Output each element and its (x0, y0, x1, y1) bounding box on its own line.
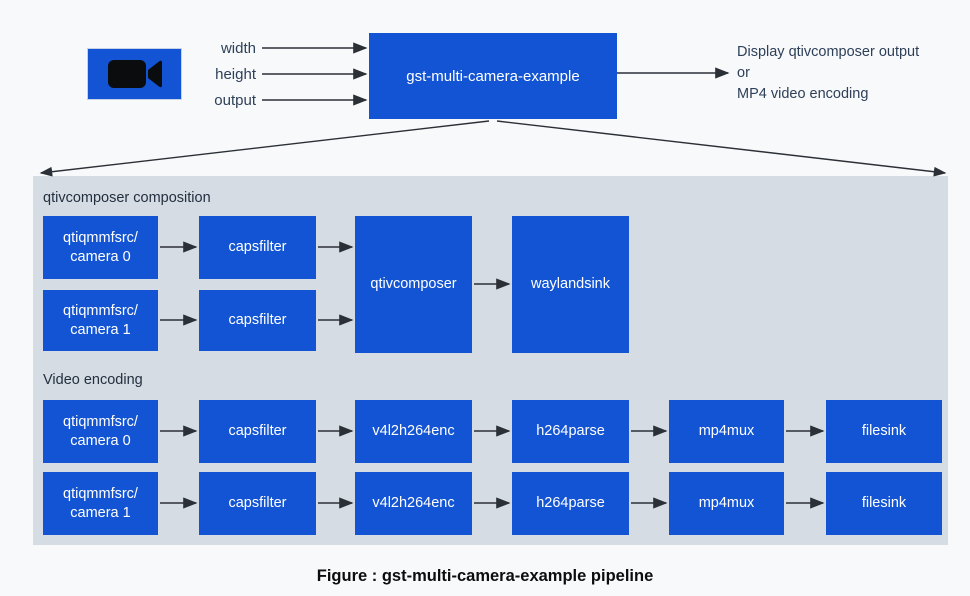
node-label: mp4mux (698, 423, 755, 439)
input-label-output: output (214, 92, 256, 109)
node-label: h264parse (536, 423, 605, 439)
node-enc-filesink1: filesink (826, 472, 942, 535)
node-comp-src-camera1: qtiqmmfsrc/ camera 1 (43, 290, 158, 351)
node-label: filesink (861, 423, 907, 439)
node-label: camera 1 (70, 504, 131, 521)
node-label: qtiqmmfsrc/ (63, 302, 138, 319)
node-label: capsfilter (228, 495, 287, 511)
node-label: v4l2h264enc (372, 423, 455, 439)
node-label: qtiqmmfsrc/ (63, 229, 138, 246)
section-title-composition: qtivcomposer composition (43, 190, 211, 206)
node-enc-capsfilter1: capsfilter (199, 472, 316, 535)
output-line-3: MP4 video encoding (737, 86, 869, 102)
output-line-2: or (737, 65, 750, 81)
node-gst-multi-camera-example: gst-multi-camera-example (369, 33, 617, 119)
arrow-fan-left (39, 120, 490, 177)
node-enc-v4l2h264enc1: v4l2h264enc (355, 472, 472, 535)
node-enc-h264parse1: h264parse (512, 472, 629, 535)
input-label-width: width (220, 40, 256, 57)
node-label: v4l2h264enc (372, 495, 455, 511)
node-label: capsfilter (228, 423, 287, 439)
arrow-fan-right (496, 120, 947, 177)
node-enc-mp4mux1: mp4mux (669, 472, 784, 535)
node-enc-h264parse0: h264parse (512, 400, 629, 463)
node-label: qtiqmmfsrc/ (63, 485, 138, 502)
node-enc-capsfilter0: capsfilter (199, 400, 316, 463)
output-line-1: Display qtivcomposer output (737, 44, 920, 60)
node-comp-capsfilter1: capsfilter (199, 290, 316, 351)
pipeline-detail-panel (33, 176, 948, 545)
node-comp-capsfilter0: capsfilter (199, 216, 316, 279)
node-label: camera 0 (70, 432, 131, 449)
node-label: filesink (861, 495, 907, 511)
node-label: capsfilter (228, 312, 287, 328)
node-enc-src-camera0: qtiqmmfsrc/ camera 0 (43, 400, 158, 463)
node-label: qtivcomposer (370, 276, 457, 292)
node-enc-v4l2h264enc0: v4l2h264enc (355, 400, 472, 463)
node-label: qtiqmmfsrc/ (63, 413, 138, 430)
node-label: h264parse (536, 495, 605, 511)
figure-caption: Figure : gst-multi-camera-example pipeli… (316, 567, 654, 585)
node-enc-src-camera1: qtiqmmfsrc/ camera 1 (43, 472, 158, 535)
input-label-height: height (215, 66, 256, 83)
output-description: Display qtivcomposer output or MP4 video… (737, 42, 957, 105)
main-box-label: gst-multi-camera-example (406, 67, 580, 85)
node-enc-mp4mux0: mp4mux (669, 400, 784, 463)
video-camera-icon (107, 60, 162, 88)
node-label: mp4mux (698, 495, 755, 511)
node-label: camera 0 (70, 248, 131, 265)
node-label: capsfilter (228, 239, 287, 255)
node-qtivcomposer: qtivcomposer (355, 216, 472, 353)
node-label: camera 1 (70, 321, 131, 338)
section-title-encoding: Video encoding (43, 372, 143, 388)
node-waylandsink: waylandsink (512, 216, 629, 353)
node-label: waylandsink (531, 276, 610, 292)
camera-chip (87, 48, 182, 100)
node-comp-src-camera0: qtiqmmfsrc/ camera 0 (43, 216, 158, 279)
node-enc-filesink0: filesink (826, 400, 942, 463)
